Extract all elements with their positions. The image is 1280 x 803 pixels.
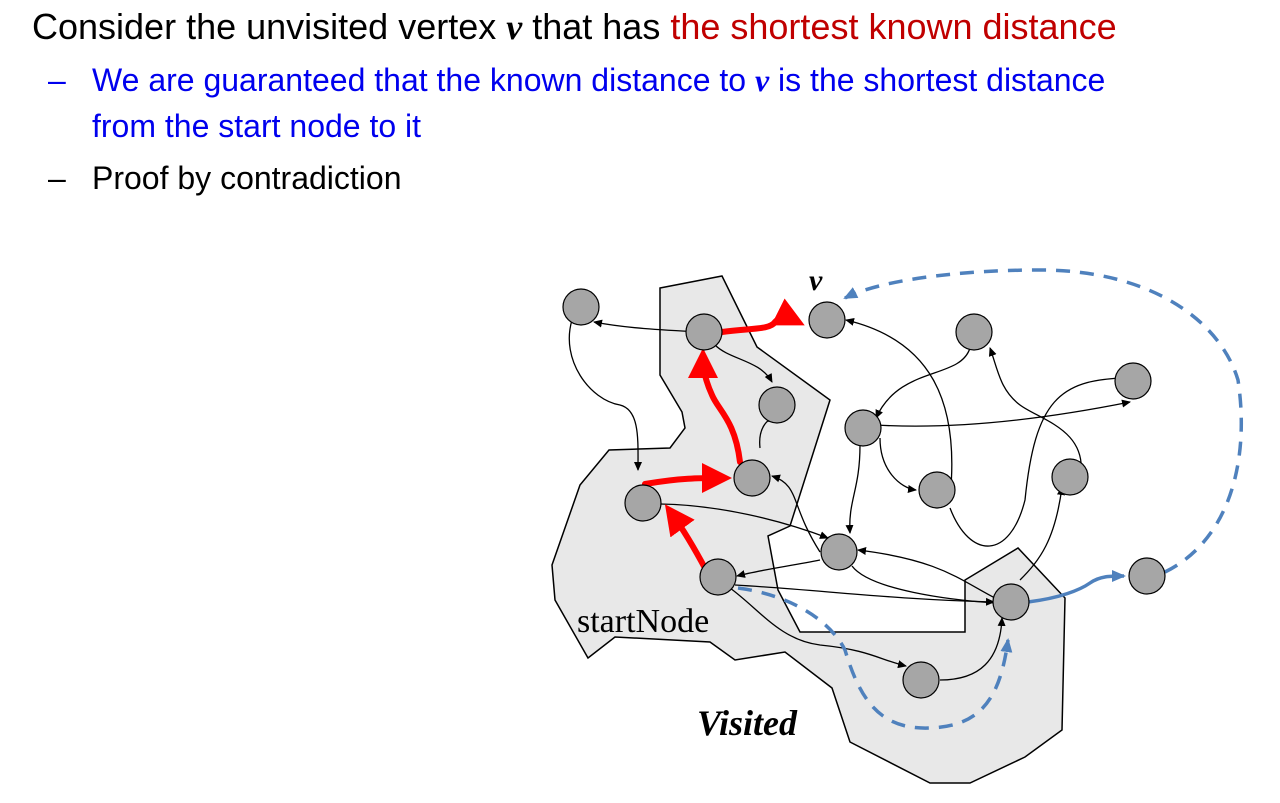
graph-node [918,471,956,509]
edge [857,546,996,599]
graph-node [1114,362,1152,400]
red-edge [688,348,743,465]
graph-node-v [808,301,846,339]
edge [714,344,773,383]
bullet-1-text-a: We are guaranteed that the known distanc… [92,62,755,98]
blue-dashed-edge [737,586,1013,730]
edge [734,584,995,606]
red-edge [642,463,732,494]
graph-node [902,661,940,699]
bullet-1-line-1: We are guaranteed that the known distanc… [92,62,1105,99]
label-visited: Visited [697,703,798,743]
graph-node-start [699,558,737,596]
label-v: v [809,264,823,297]
edge [771,474,821,553]
edge [845,444,861,534]
edge [875,347,971,419]
edge [1019,486,1065,581]
bullet-1-dash: – [48,62,66,98]
graph-node [955,313,993,351]
edge [949,374,1125,547]
bullet-1-text-b: is the shortest distance [769,62,1106,98]
edge [568,319,643,471]
red-shortest-path [642,298,805,573]
heading-highlight: the shortest known distance [670,6,1117,47]
graph-node [992,583,1030,621]
heading-var: v [506,7,523,47]
visited-region [551,275,1066,784]
edge [729,587,907,669]
graph-node [685,313,723,351]
edge [845,317,953,499]
edge [736,559,821,578]
edge [851,565,996,604]
blue-alternate-path [737,268,1244,730]
graph-node [624,484,662,522]
graph-node [733,459,771,497]
graph-node [562,288,600,326]
edge [879,437,917,493]
heading-prefix: Consider the unvisited vertex [32,6,507,47]
heading-middle: that has [522,6,671,47]
graph-nodes [562,288,1166,699]
blue-dashed-edge [843,268,1244,574]
black-edges [568,317,1131,681]
graph-node [1051,458,1089,496]
bullet-2-dash: – [48,160,66,196]
red-edge [719,298,805,335]
graph-node [844,409,882,447]
bullet-2-text: Proof by contradiction [92,160,402,196]
graph-node [1128,557,1166,595]
edge [939,617,1006,681]
heading: Consider the unvisited vertex v that has… [32,6,1117,48]
edge [988,347,1082,481]
red-edge [664,504,709,573]
bullet-1-var: v [754,62,770,98]
graph-node [758,386,796,424]
bullet-1-line-2: from the start node to it [92,108,422,144]
label-start-node: startNode [577,603,709,640]
blue-solid-edge [1027,570,1126,604]
edge [875,399,1131,427]
graph-node [820,533,858,571]
